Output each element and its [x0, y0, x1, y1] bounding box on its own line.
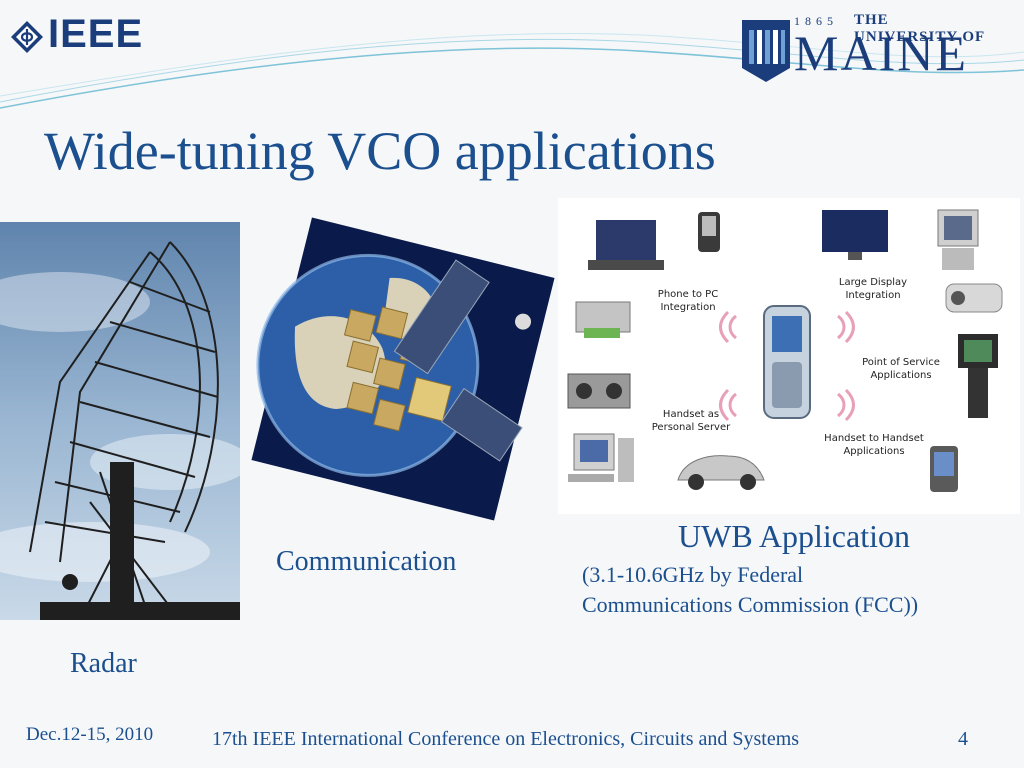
- caption-uwb-sub2: Communications Commission (FCC)): [582, 592, 919, 617]
- desktop-pc-icon: [568, 433, 634, 482]
- footer-date: Dec.12-15, 2010: [26, 724, 154, 745]
- caption-communication: Communication: [276, 546, 457, 577]
- uwb-label-handset-server: Handset as Personal Server: [651, 409, 731, 433]
- footer-page-number: 4: [958, 728, 968, 750]
- maine-university-label: THE UNIVERSITY OF: [854, 12, 986, 45]
- printer-icon: [575, 301, 631, 338]
- caption-radar: Radar: [70, 648, 137, 679]
- laptop-icon: [588, 220, 664, 270]
- phone-icon: [763, 305, 811, 419]
- projector-icon: [945, 283, 1003, 313]
- caption-uwb-title: UWB Application: [678, 518, 910, 554]
- uwb-label-phone-to-pc: Phone to PC Integration: [657, 289, 719, 313]
- uwb-label-large-display: Large Display Integration: [838, 277, 908, 301]
- ieee-logo: IEEE: [4, 8, 164, 56]
- maine-name: MAINE: [794, 25, 968, 81]
- car-icon: [677, 455, 765, 490]
- pda-icon: [698, 212, 720, 252]
- uwb-diagram-image: Phone to PC Integration Large Display In…: [558, 198, 1020, 514]
- communication-image: [248, 214, 558, 524]
- flat-tv-icon: [822, 210, 888, 260]
- maine-year: 1865: [794, 14, 838, 28]
- slide-title: Wide-tuning VCO applications: [44, 121, 716, 181]
- pocket-pc-icon: [930, 446, 958, 492]
- pos-terminal-icon: [958, 334, 998, 418]
- crt-tv-icon: [937, 209, 979, 270]
- stereo-icon: [567, 373, 631, 409]
- ieee-logo-text: IEEE: [48, 12, 144, 56]
- uwb-label-handset-to-handset: Handset to Handset Applications: [824, 433, 924, 457]
- radar-image: [0, 222, 240, 620]
- footer-conference: 17th IEEE International Conference on El…: [212, 728, 800, 750]
- maine-shield-icon: [742, 20, 790, 82]
- caption-uwb-sub1: (3.1-10.6GHz by Federal: [582, 562, 804, 587]
- header-swoosh: [0, 32, 1024, 109]
- ieee-diamond-icon: [11, 21, 43, 53]
- university-of-maine-logo: 1865 THE UNIVERSITY OF MAINE: [740, 12, 995, 86]
- uwb-label-point-of-service: Point of Service Applications: [862, 357, 940, 381]
